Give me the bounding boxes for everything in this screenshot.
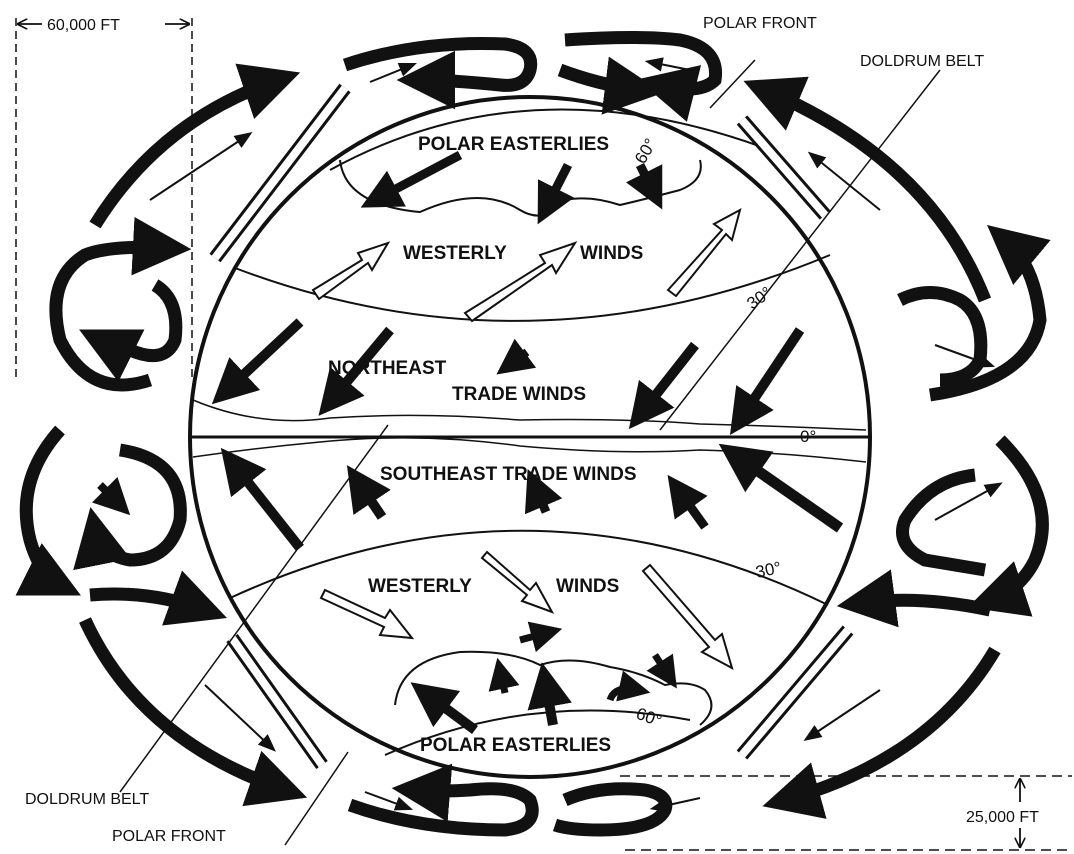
upper-flow-arrow [345, 43, 531, 85]
cell-loop-nw-inner [100, 285, 176, 356]
label-westerly-north: WESTERLY [403, 243, 507, 264]
label-northeast: NORTHEAST [328, 358, 447, 379]
cell-loop-sw-return [90, 594, 205, 610]
cell-loop-se [990, 440, 1042, 600]
cell-loop-sw [26, 430, 60, 585]
thin-flow-arrow [205, 685, 272, 748]
globe [190, 97, 870, 777]
callout-height-25000: 25,000 FT [966, 809, 1039, 826]
thin-flow-arrow [808, 690, 880, 738]
upper-flow-arrow [560, 70, 640, 90]
label-trade-winds-north: TRADE WINDS [452, 384, 586, 405]
upper-flow-arrow [85, 620, 285, 790]
callout-doldrum-belt-bottom: DOLDRUM BELT [25, 791, 149, 808]
label-winds-south: WINDS [556, 576, 619, 597]
latitude-label-equator: 0° [800, 427, 816, 446]
cell-loop-ne-inner [900, 293, 981, 381]
cell-loop-nw [56, 247, 168, 385]
label-polar-easterlies-south: POLAR EASTERLIES [420, 735, 611, 756]
thin-flow-arrow [650, 62, 690, 70]
thin-flow-arrow [370, 65, 412, 82]
cell-loop-se-return [860, 600, 990, 610]
callout-polar-front-bottom: POLAR FRONT [112, 828, 226, 845]
upper-flow-arrow [555, 789, 666, 830]
label-southeast-trade-winds: SOUTHEAST TRADE WINDS [380, 464, 637, 485]
label-westerly-south: WESTERLY [368, 576, 472, 597]
label-winds-north: WINDS [580, 243, 643, 264]
upper-flow-arrow [350, 789, 532, 830]
label-polar-easterlies-north: POLAR EASTERLIES [418, 134, 609, 155]
polar-easterly-arrow-south [500, 670, 505, 693]
cell-loop-sw-inner [95, 450, 180, 560]
callout-doldrum-belt-top: DOLDRUM BELT [860, 53, 984, 70]
cell-loop-se-inner [903, 475, 986, 570]
callout-height-60000: 60,000 FT [47, 17, 120, 34]
thin-flow-arrow [100, 485, 120, 505]
callout-polar-front-top: POLAR FRONT [703, 15, 817, 32]
cell-loop-ne [930, 240, 1040, 395]
